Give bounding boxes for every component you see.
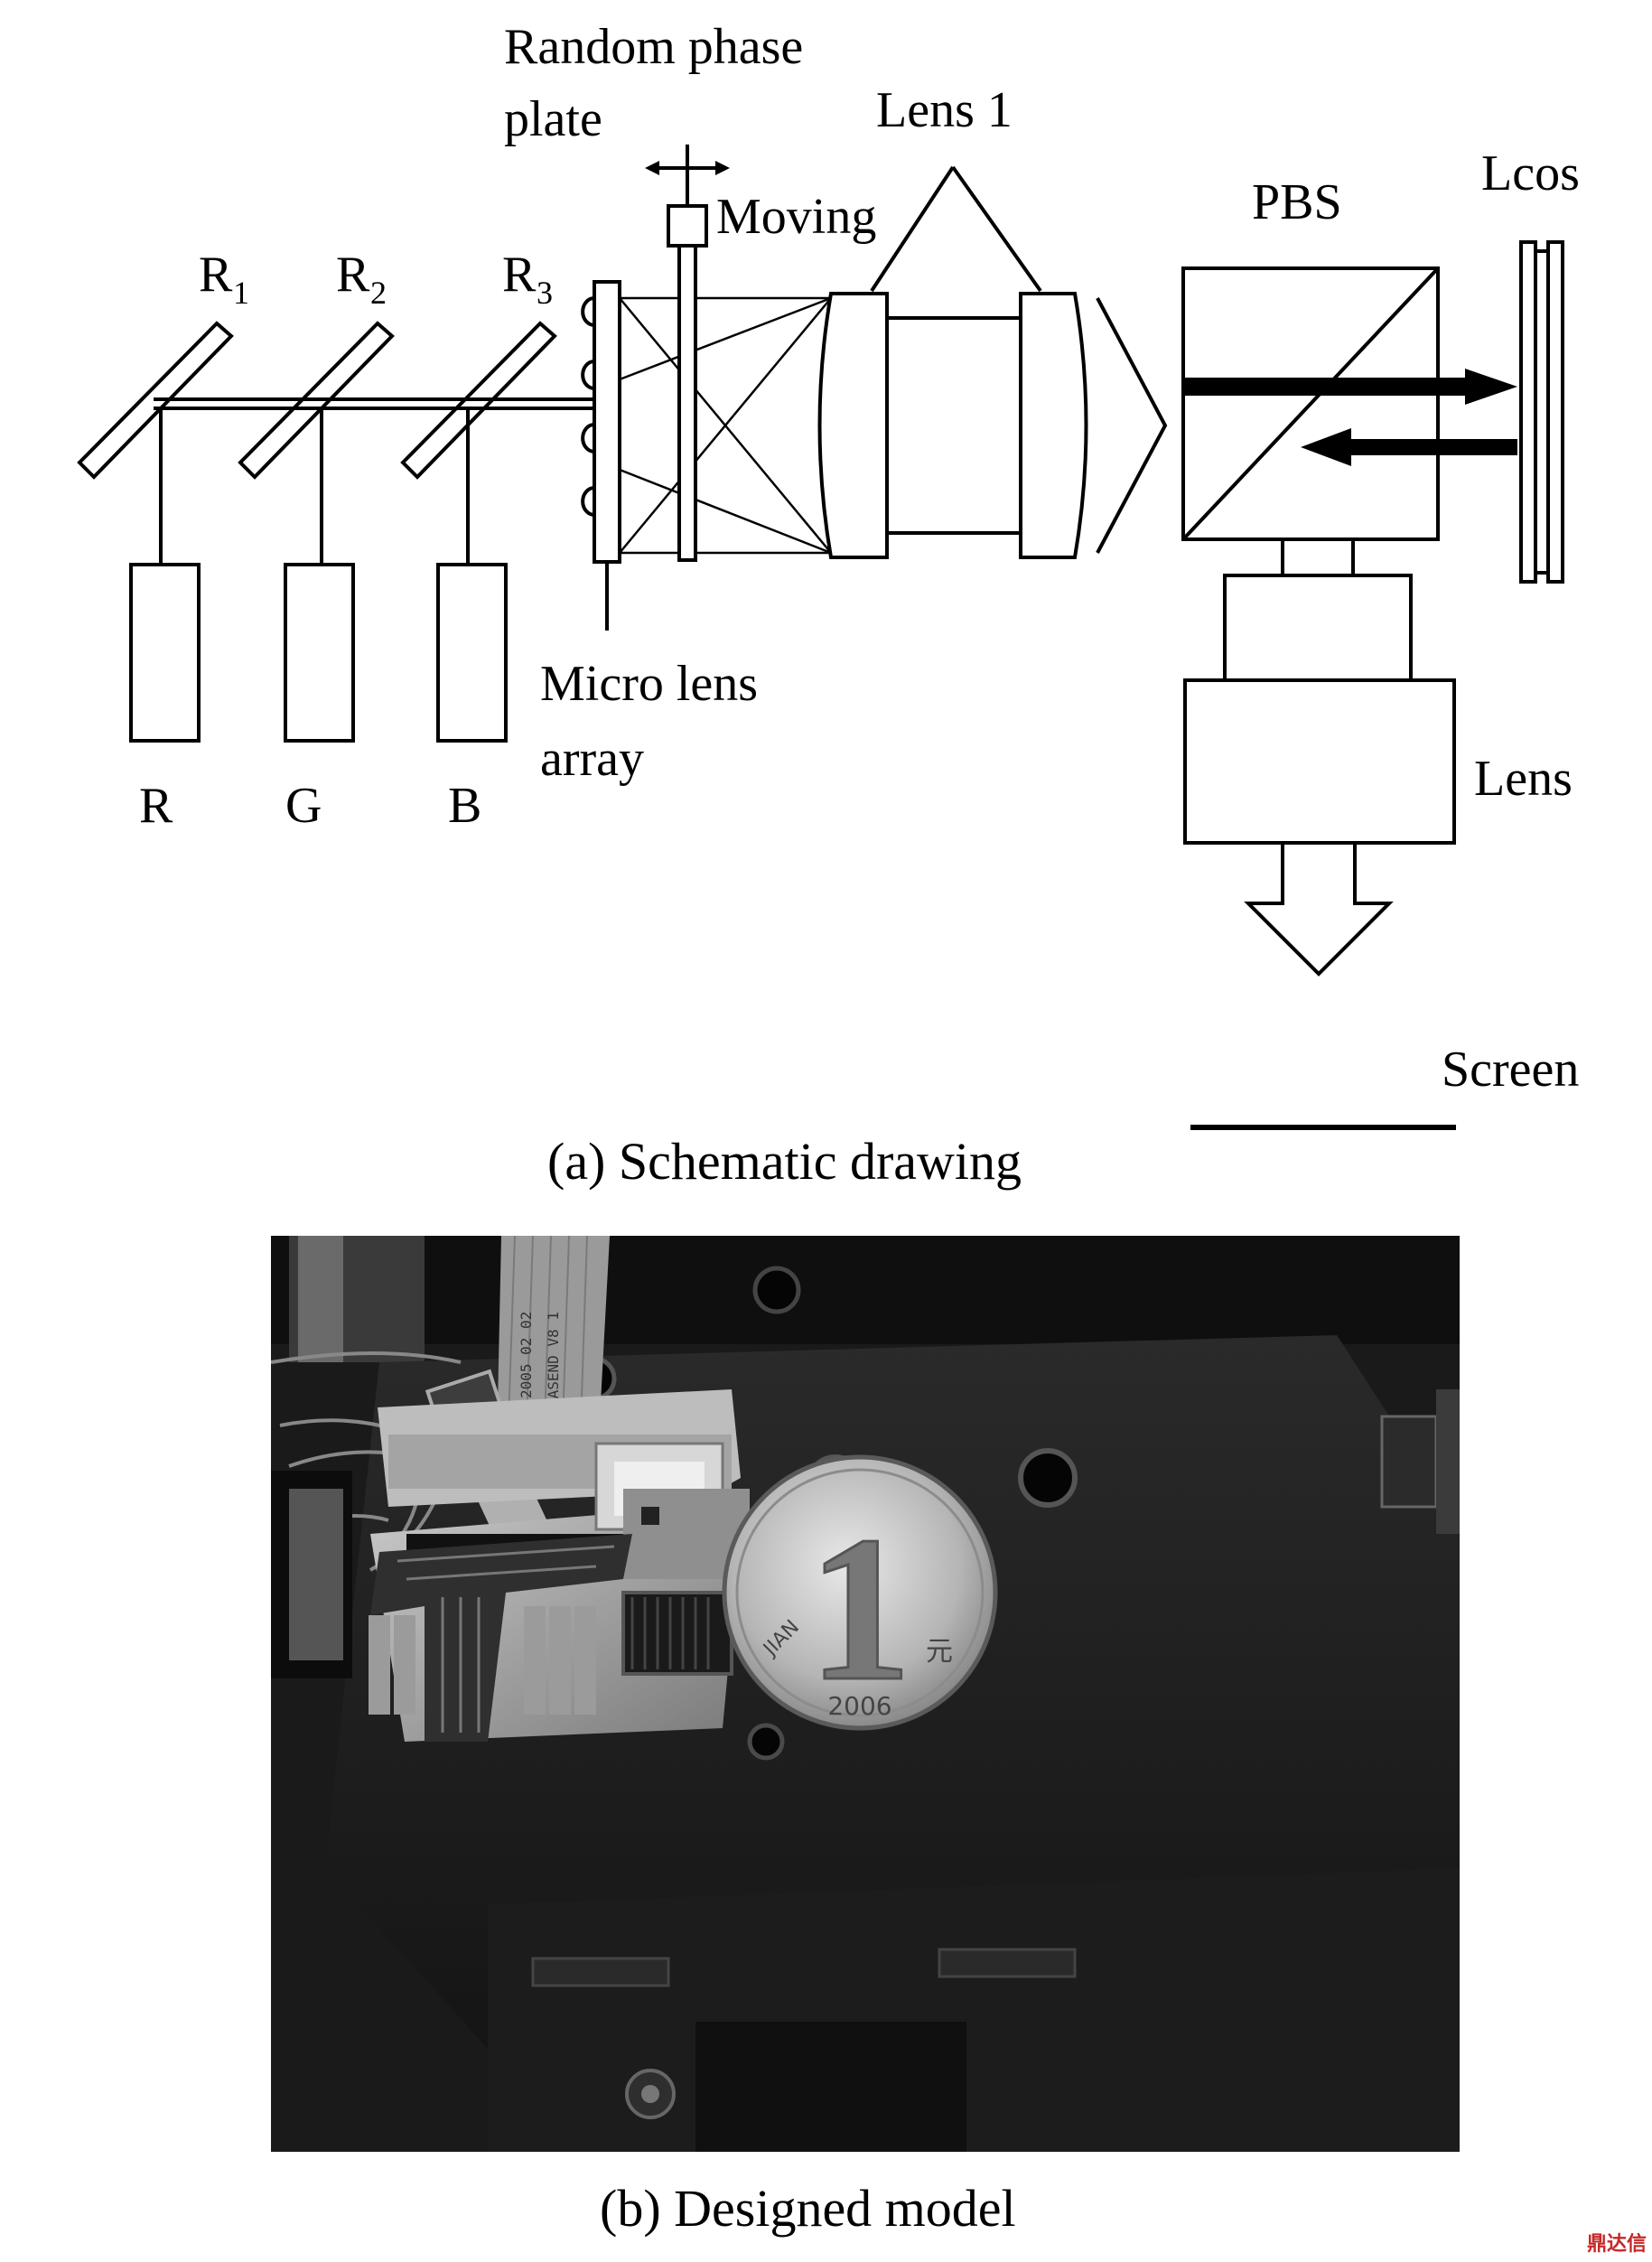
lens-barrel (621, 1591, 733, 1676)
caption-a: (a) Schematic drawing (547, 1132, 1022, 1191)
mirror-label-r2: R 2 (336, 247, 387, 311)
lens1 (817, 165, 1168, 559)
left-cylinder (271, 1471, 352, 1678)
svg-text:R: R (502, 247, 537, 303)
mirror-label-r1: R 1 (199, 247, 249, 311)
micro-lens-array (581, 280, 621, 631)
lcos-label: Lcos (1481, 145, 1580, 201)
moving-label: Moving (716, 189, 876, 245)
svg-text:R: R (199, 247, 233, 303)
heat-sink (369, 1606, 596, 1715)
beam-to-lcos-arrow (1183, 369, 1517, 405)
projection-lens (1183, 537, 1456, 845)
pbs-label: PBS (1252, 174, 1342, 230)
watermark: 鼎达信 (1586, 2233, 1647, 2256)
svg-text:LASEND V8 1: LASEND V8 1 (545, 1312, 562, 1407)
laser-b-box (436, 563, 508, 743)
moving-arrow-icon (645, 161, 730, 175)
adjustment-knob (1380, 1389, 1460, 1534)
caption-b-container: (b) Designed model (600, 2179, 1016, 2238)
lens1-label: Lens 1 (876, 82, 1013, 138)
svg-text:3: 3 (537, 275, 553, 311)
schematic-diagram: Random phase plate Lens 1 Moving PBS Lco… (77, 19, 1580, 1191)
laser-r-box (129, 563, 201, 743)
mirror-label-r3: R 3 (502, 247, 553, 311)
laser-r-label: R (139, 778, 173, 834)
homogenizer-rays (619, 296, 832, 555)
laser-g-label: G (285, 778, 322, 834)
caption-b: (b) Designed model (600, 2179, 1016, 2238)
micro-lens-label: Micro lens (540, 656, 758, 712)
coin-icon: 1 2006 JIAN 元 (722, 1454, 998, 1731)
laser-g-box (284, 563, 355, 743)
micro-lens-label-2: array (540, 731, 644, 787)
lens-label: Lens (1474, 751, 1573, 807)
svg-text:2006: 2006 (827, 1691, 891, 1721)
laser-b-label: B (448, 778, 481, 834)
random-phase-plate (667, 145, 708, 562)
random-phase-plate-label: Random phase (504, 19, 803, 75)
svg-text:元: 元 (926, 1636, 953, 1668)
svg-text:2005 02 02: 2005 02 02 (518, 1312, 535, 1398)
pbs-cube (1181, 266, 1440, 541)
base-front (488, 1868, 1460, 2152)
beam-from-lcos-arrow (1301, 428, 1517, 466)
random-phase-plate-label-2: plate (504, 91, 602, 147)
lcos-panel (1519, 240, 1564, 584)
flex-pcb (370, 1534, 632, 1742)
screen-label: Screen (1442, 1042, 1579, 1098)
output-arrow-icon (1244, 843, 1394, 977)
svg-text:1: 1 (233, 275, 249, 311)
svg-text:R: R (336, 247, 370, 303)
svg-text:2: 2 (370, 275, 387, 311)
designed-model-photo: 2005 02 02 LASEND V8 1 (271, 1236, 1460, 2152)
svg-text:1: 1 (808, 1493, 912, 1724)
